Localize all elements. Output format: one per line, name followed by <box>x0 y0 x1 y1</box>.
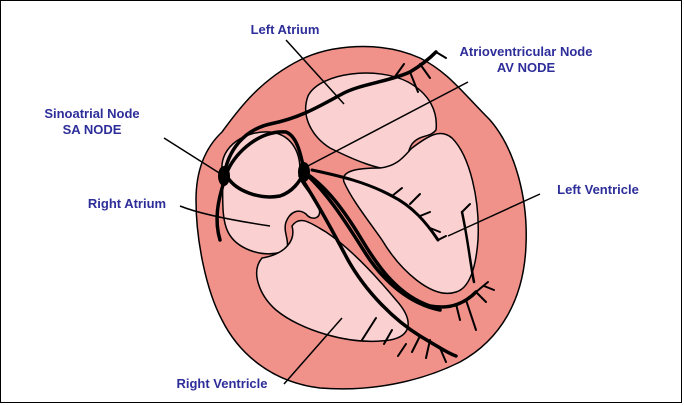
label-right-atrium: Right Atrium <box>72 196 182 212</box>
label-av-node: Atrioventricular Node AV NODE <box>446 44 606 76</box>
right-ventricle-text: Right Ventricle <box>162 376 282 392</box>
label-sa-node: Sinoatrial Node SA NODE <box>22 106 162 138</box>
right-atrium-text: Right Atrium <box>72 196 182 212</box>
label-left-ventricle: Left Ventricle <box>538 182 658 198</box>
av-node-text-line2: AV NODE <box>446 60 606 76</box>
label-right-ventricle: Right Ventricle <box>162 376 282 392</box>
sa-node-text-line1: Sinoatrial Node <box>22 106 162 122</box>
sa-node-text-line2: SA NODE <box>22 122 162 138</box>
left-ventricle-text: Left Ventricle <box>538 182 658 198</box>
label-left-atrium: Left Atrium <box>228 22 342 38</box>
left-atrium-text: Left Atrium <box>228 22 342 38</box>
av-node-text-line1: Atrioventricular Node <box>446 44 606 60</box>
